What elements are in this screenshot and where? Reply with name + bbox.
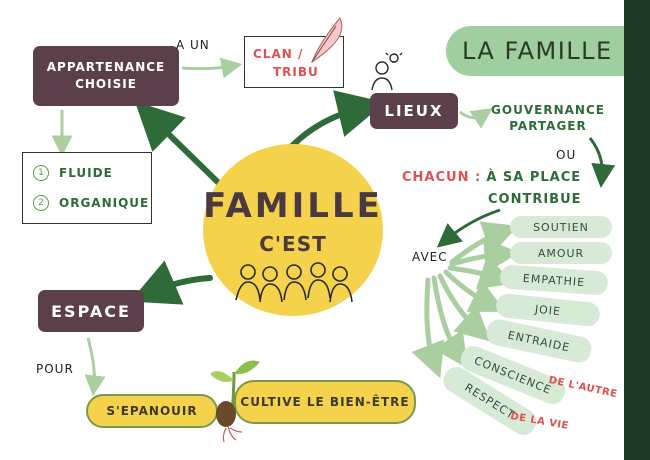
lieux-node: LIEUX bbox=[370, 93, 458, 129]
arrow-to-chacun bbox=[588, 137, 616, 188]
center-circle bbox=[203, 144, 383, 316]
arrow-to-gouvernance bbox=[459, 108, 493, 129]
avec-label: AVEC bbox=[412, 250, 448, 264]
number-2-icon: 2 bbox=[33, 195, 49, 211]
people-group-icon bbox=[235, 262, 353, 303]
center-title: FAMILLE bbox=[203, 186, 383, 226]
value-soutien: SOUTIEN bbox=[510, 216, 612, 238]
espace-node: ESPACE bbox=[38, 290, 144, 332]
side-bar bbox=[624, 0, 650, 460]
arrow-to-appartenance bbox=[134, 101, 231, 195]
feather-icon bbox=[310, 17, 343, 64]
value-arrow-fan bbox=[411, 221, 520, 379]
arrow-to-lieux bbox=[289, 90, 386, 149]
arrow-to-clan bbox=[181, 57, 243, 79]
gouvernance-label: GOUVERNANCE PARTAGER bbox=[491, 103, 605, 133]
person-lightbulb-icon bbox=[371, 52, 403, 91]
cultive-node: CULTIVE LE BIEN-ÊTRE bbox=[234, 380, 416, 424]
arrow-to-avec bbox=[436, 208, 501, 248]
arrow-to-espace bbox=[129, 260, 213, 305]
number-1-icon: 1 bbox=[33, 165, 49, 181]
arrow-to-sepanouir bbox=[84, 337, 106, 397]
sprout-seed-icon bbox=[210, 360, 260, 443]
contribue-label: CONTRIBUE bbox=[488, 192, 582, 207]
ou-label: OU bbox=[556, 148, 577, 162]
center-subtitle: C'EST bbox=[259, 232, 327, 256]
value-amour: AMOUR bbox=[510, 242, 612, 264]
page-title: LA FAMILLE bbox=[446, 26, 636, 76]
chacun-label: CHACUN : À SA PLACE bbox=[402, 170, 582, 185]
fluide-organique-node: 1 FLUIDE 2 ORGANIQUE bbox=[22, 152, 152, 224]
a-un-label: A UN bbox=[176, 38, 210, 52]
appartenance-node: APPARTENANCE CHOISIE bbox=[33, 46, 179, 106]
sepanouir-node: S'EPANOUIR bbox=[86, 394, 218, 428]
pour-label: POUR bbox=[36, 362, 74, 376]
